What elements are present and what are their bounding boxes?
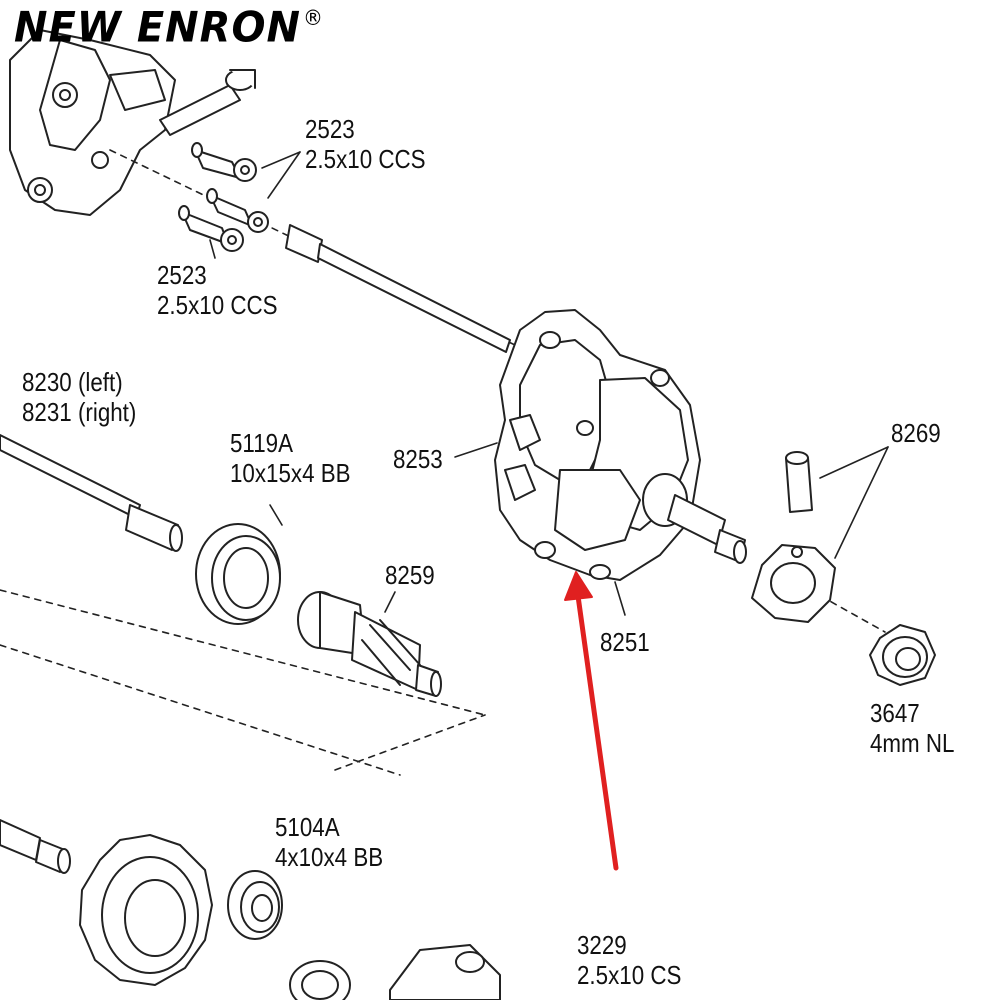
spur-gear-part [79, 834, 213, 986]
main-driveshaft-part [285, 224, 511, 353]
callout-part-number: 2523 [157, 260, 207, 290]
callout-spec: 8231 (right) [22, 397, 137, 427]
axle-8230-part [0, 434, 183, 552]
screw-2523-upper [191, 142, 257, 182]
rear-housing-part [9, 29, 176, 216]
callout-part-number: 8259 [385, 560, 435, 590]
red-pointer-arrow [564, 571, 619, 871]
bearing-5119a-part [195, 523, 281, 625]
lower-partial-parts [289, 944, 501, 1000]
callout-8269: 8269 [891, 418, 941, 448]
screw-2523-mid [206, 188, 269, 233]
callout-8253: 8253 [393, 444, 443, 474]
brand-logo: NEW ENRON® [14, 7, 324, 49]
transmission-housing-part [494, 309, 747, 581]
brand-name: NEW ENRON [14, 3, 301, 53]
bearing-5104a-part [227, 870, 283, 940]
callout-3647: 3647 4mm NL [870, 698, 954, 758]
hex-hub-8269-part [751, 544, 836, 623]
callout-part-number: 2523 [305, 114, 355, 144]
locknut-3647-part [869, 624, 936, 686]
callout-spec: 4x10x4 BB [275, 842, 384, 872]
callout-8259: 8259 [385, 560, 435, 590]
long-bolt-part [159, 69, 256, 136]
screw-2523-lower [178, 205, 244, 252]
callout-part-number: 3229 [577, 930, 627, 960]
callout-spec: 10x15x4 BB [230, 458, 351, 488]
callout-2523-upper: 2523 2.5x10 CCS [305, 114, 426, 174]
callout-spec: 2.5x10 CCS [157, 290, 278, 320]
callout-spec: 4mm NL [870, 728, 955, 758]
callout-8251: 8251 [600, 627, 650, 657]
callout-part-number: 8251 [600, 627, 650, 657]
input-shaft-part [0, 819, 71, 874]
pinion-8259-part [297, 591, 442, 697]
callout-2523-lower: 2523 2.5x10 CCS [157, 260, 278, 320]
registered-mark: ® [302, 4, 324, 31]
callout-part-number: 8269 [891, 418, 941, 448]
callout-part-number: 5119A [230, 428, 294, 458]
leader-lines [209, 151, 889, 616]
callout-3229: 3229 2.5x10 CS [577, 930, 681, 990]
callout-spec: 2.5x10 CCS [305, 144, 426, 174]
callout-part-number: 8230 (left) [22, 367, 123, 397]
pin-8269-part [785, 451, 813, 513]
callout-part-number: 5104A [275, 812, 340, 842]
callout-part-number: 8253 [393, 444, 443, 474]
callout-5104a: 5104A 4x10x4 BB [275, 812, 383, 872]
callout-5119a: 5119A 10x15x4 BB [230, 428, 351, 488]
callout-spec: 2.5x10 CS [577, 960, 682, 990]
callout-part-number: 3647 [870, 698, 920, 728]
callout-8230: 8230 (left) 8231 (right) [22, 367, 136, 427]
